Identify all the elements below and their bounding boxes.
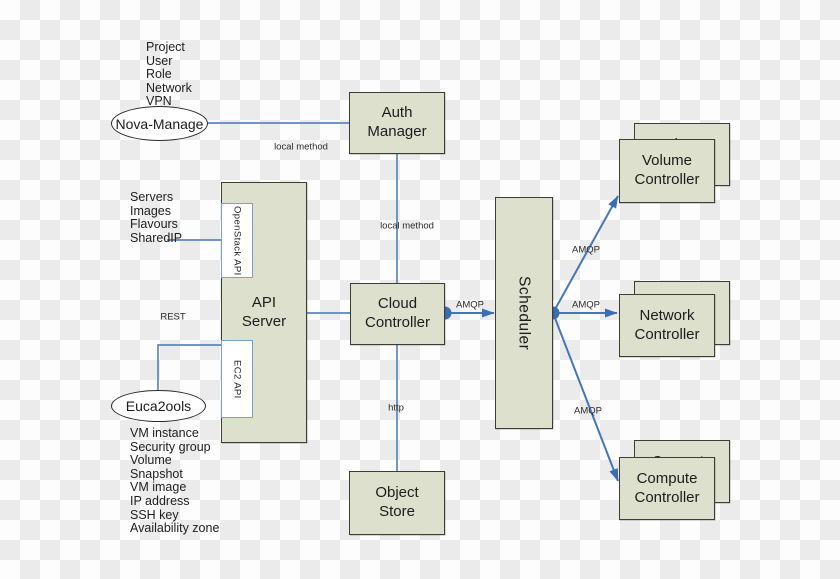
list-item: User	[146, 53, 173, 68]
list-item: VM instance	[130, 426, 199, 440]
edge-label-auth-cloud: local method	[380, 220, 434, 232]
scheduler-node: Scheduler	[495, 197, 553, 429]
list-item: Images	[130, 203, 171, 218]
euca2ools-label: Euca2ools	[125, 398, 192, 414]
list-item: Role	[146, 67, 172, 82]
list-item: SharedIP	[130, 230, 183, 245]
list-item: SSH key	[130, 507, 179, 522]
edge-label-amqp-scheduler-volume: AMQP	[572, 244, 600, 256]
connector-euca-rest-ec2	[157, 344, 221, 390]
nova-manage-node: Nova-Manage	[111, 106, 208, 141]
list-item: VM image	[130, 480, 187, 495]
openstack-api-node: OpenStack API	[221, 203, 253, 278]
connector-scheduler-compute	[552, 312, 619, 482]
cloud-controller-node: Cloud Controller	[350, 283, 445, 345]
volume-controller-node: Volume Controller	[619, 139, 715, 203]
compute-controller-node: Compute Controller	[619, 457, 715, 520]
nova-manage-label: Nova-Manage	[115, 115, 204, 132]
list-item: Volume	[130, 453, 172, 468]
list-item: VPN	[146, 94, 172, 109]
network-controller-node: Network Controller	[619, 294, 715, 357]
edge-label-amqp-cloud-scheduler: AMQP	[456, 299, 484, 311]
cloud-controller-label: Cloud Controller	[364, 295, 431, 331]
edge-label-nova-auth: local method	[274, 141, 328, 153]
ec2-api-label: EC2 API	[231, 359, 243, 399]
list-item: Project	[146, 40, 185, 54]
nova-manage-capabilities-list: Project User Role Network VPN	[146, 40, 192, 109]
openstack-api-resources-list: Servers Images Flavours SharedIP	[130, 190, 183, 245]
list-item: Network	[146, 80, 192, 95]
ec2-api-node: EC2 API	[221, 340, 253, 418]
list-item: Flavours	[130, 217, 178, 232]
list-item: Servers	[130, 190, 174, 204]
connector-scheduler-volume	[552, 195, 619, 314]
list-item: IP address	[130, 493, 190, 508]
volume-controller-label: Volume Controller	[634, 152, 700, 188]
compute-controller-label: Compute Controller	[634, 469, 700, 506]
edge-label-amqp-scheduler-network: AMQP	[572, 299, 600, 311]
openstack-api-label: OpenStack API	[231, 205, 243, 276]
object-store-label: Object Store	[375, 484, 419, 520]
auth-manager-label: Auth Manager	[367, 104, 427, 140]
scheduler-label: Scheduler	[515, 275, 533, 351]
edge-label-http: http	[388, 402, 404, 414]
auth-manager-node: Auth Manager	[349, 92, 445, 154]
edge-label-amqp-scheduler-compute: AMQP	[574, 405, 602, 417]
edge-label-rest: REST	[160, 311, 186, 323]
list-item: Snapshot	[130, 466, 183, 481]
object-store-node: Object Store	[349, 471, 445, 535]
euca2ools-node: Euca2ools	[111, 390, 206, 422]
api-server-label: API Server	[241, 293, 287, 330]
list-item: Availability zone	[130, 521, 220, 536]
network-controller-label: Network Controller	[634, 306, 700, 343]
ec2-api-resources-list: VM instance Security group Volume Snapsh…	[130, 426, 220, 536]
list-item: Security group	[130, 439, 211, 454]
